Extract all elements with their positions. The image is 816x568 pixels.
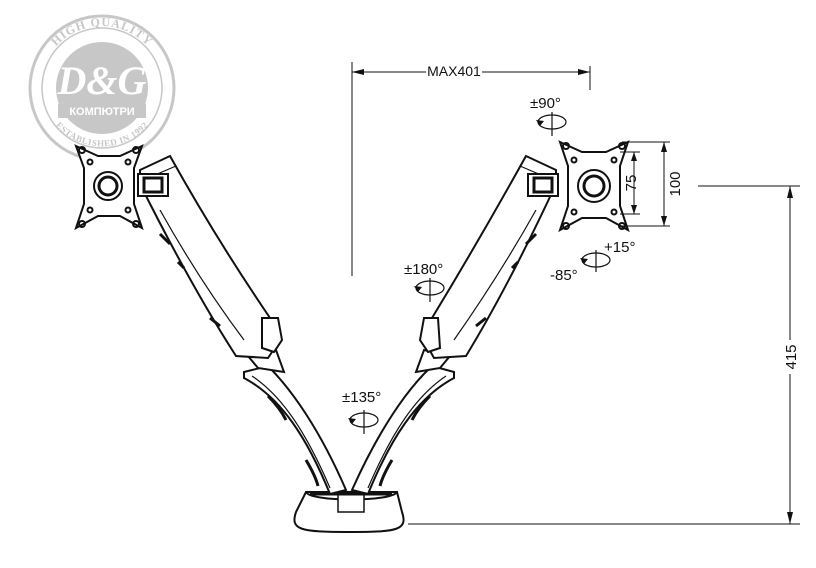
rotation-90-label: ±90°	[530, 95, 561, 112]
rotation-90-annotation: ±90°	[530, 95, 567, 136]
height-dimension: 415	[408, 185, 800, 525]
left-vesa-plate	[74, 144, 144, 231]
max-width-dimension: MAX401	[351, 62, 591, 276]
tilt-down-label: -85°	[550, 267, 578, 284]
right-vesa-plate	[558, 140, 630, 233]
vesa-100-label: 100	[667, 171, 684, 196]
rotation-180-annotation: ±180°	[404, 261, 445, 302]
left-lower-arm	[243, 348, 348, 496]
rotation-180-label: ±180°	[404, 261, 443, 278]
height-415-label: 415	[783, 344, 800, 369]
rotation-135-annotation: ±135°	[342, 389, 381, 434]
tilt-annotation: +15° -85°	[550, 239, 635, 284]
right-upper-arm	[418, 154, 559, 360]
logo-brand: D&G	[57, 58, 147, 103]
rotation-135-label: ±135°	[342, 389, 381, 406]
left-upper-arm	[137, 154, 284, 360]
logo-subtitle: КОМПЮТРИ	[69, 106, 134, 118]
right-lower-arm	[350, 348, 455, 496]
desk-clamp-base	[293, 491, 405, 534]
tilt-up-label: +15°	[604, 239, 635, 256]
max-width-label: MAX401	[427, 63, 481, 79]
dg-logo-watermark: HIGH QUALITY ESTABLISHED IN 1992 D&G КОМ…	[28, 14, 176, 162]
vesa-75-label: 75	[623, 175, 640, 192]
vesa-dimensions: 100 75	[620, 141, 684, 227]
